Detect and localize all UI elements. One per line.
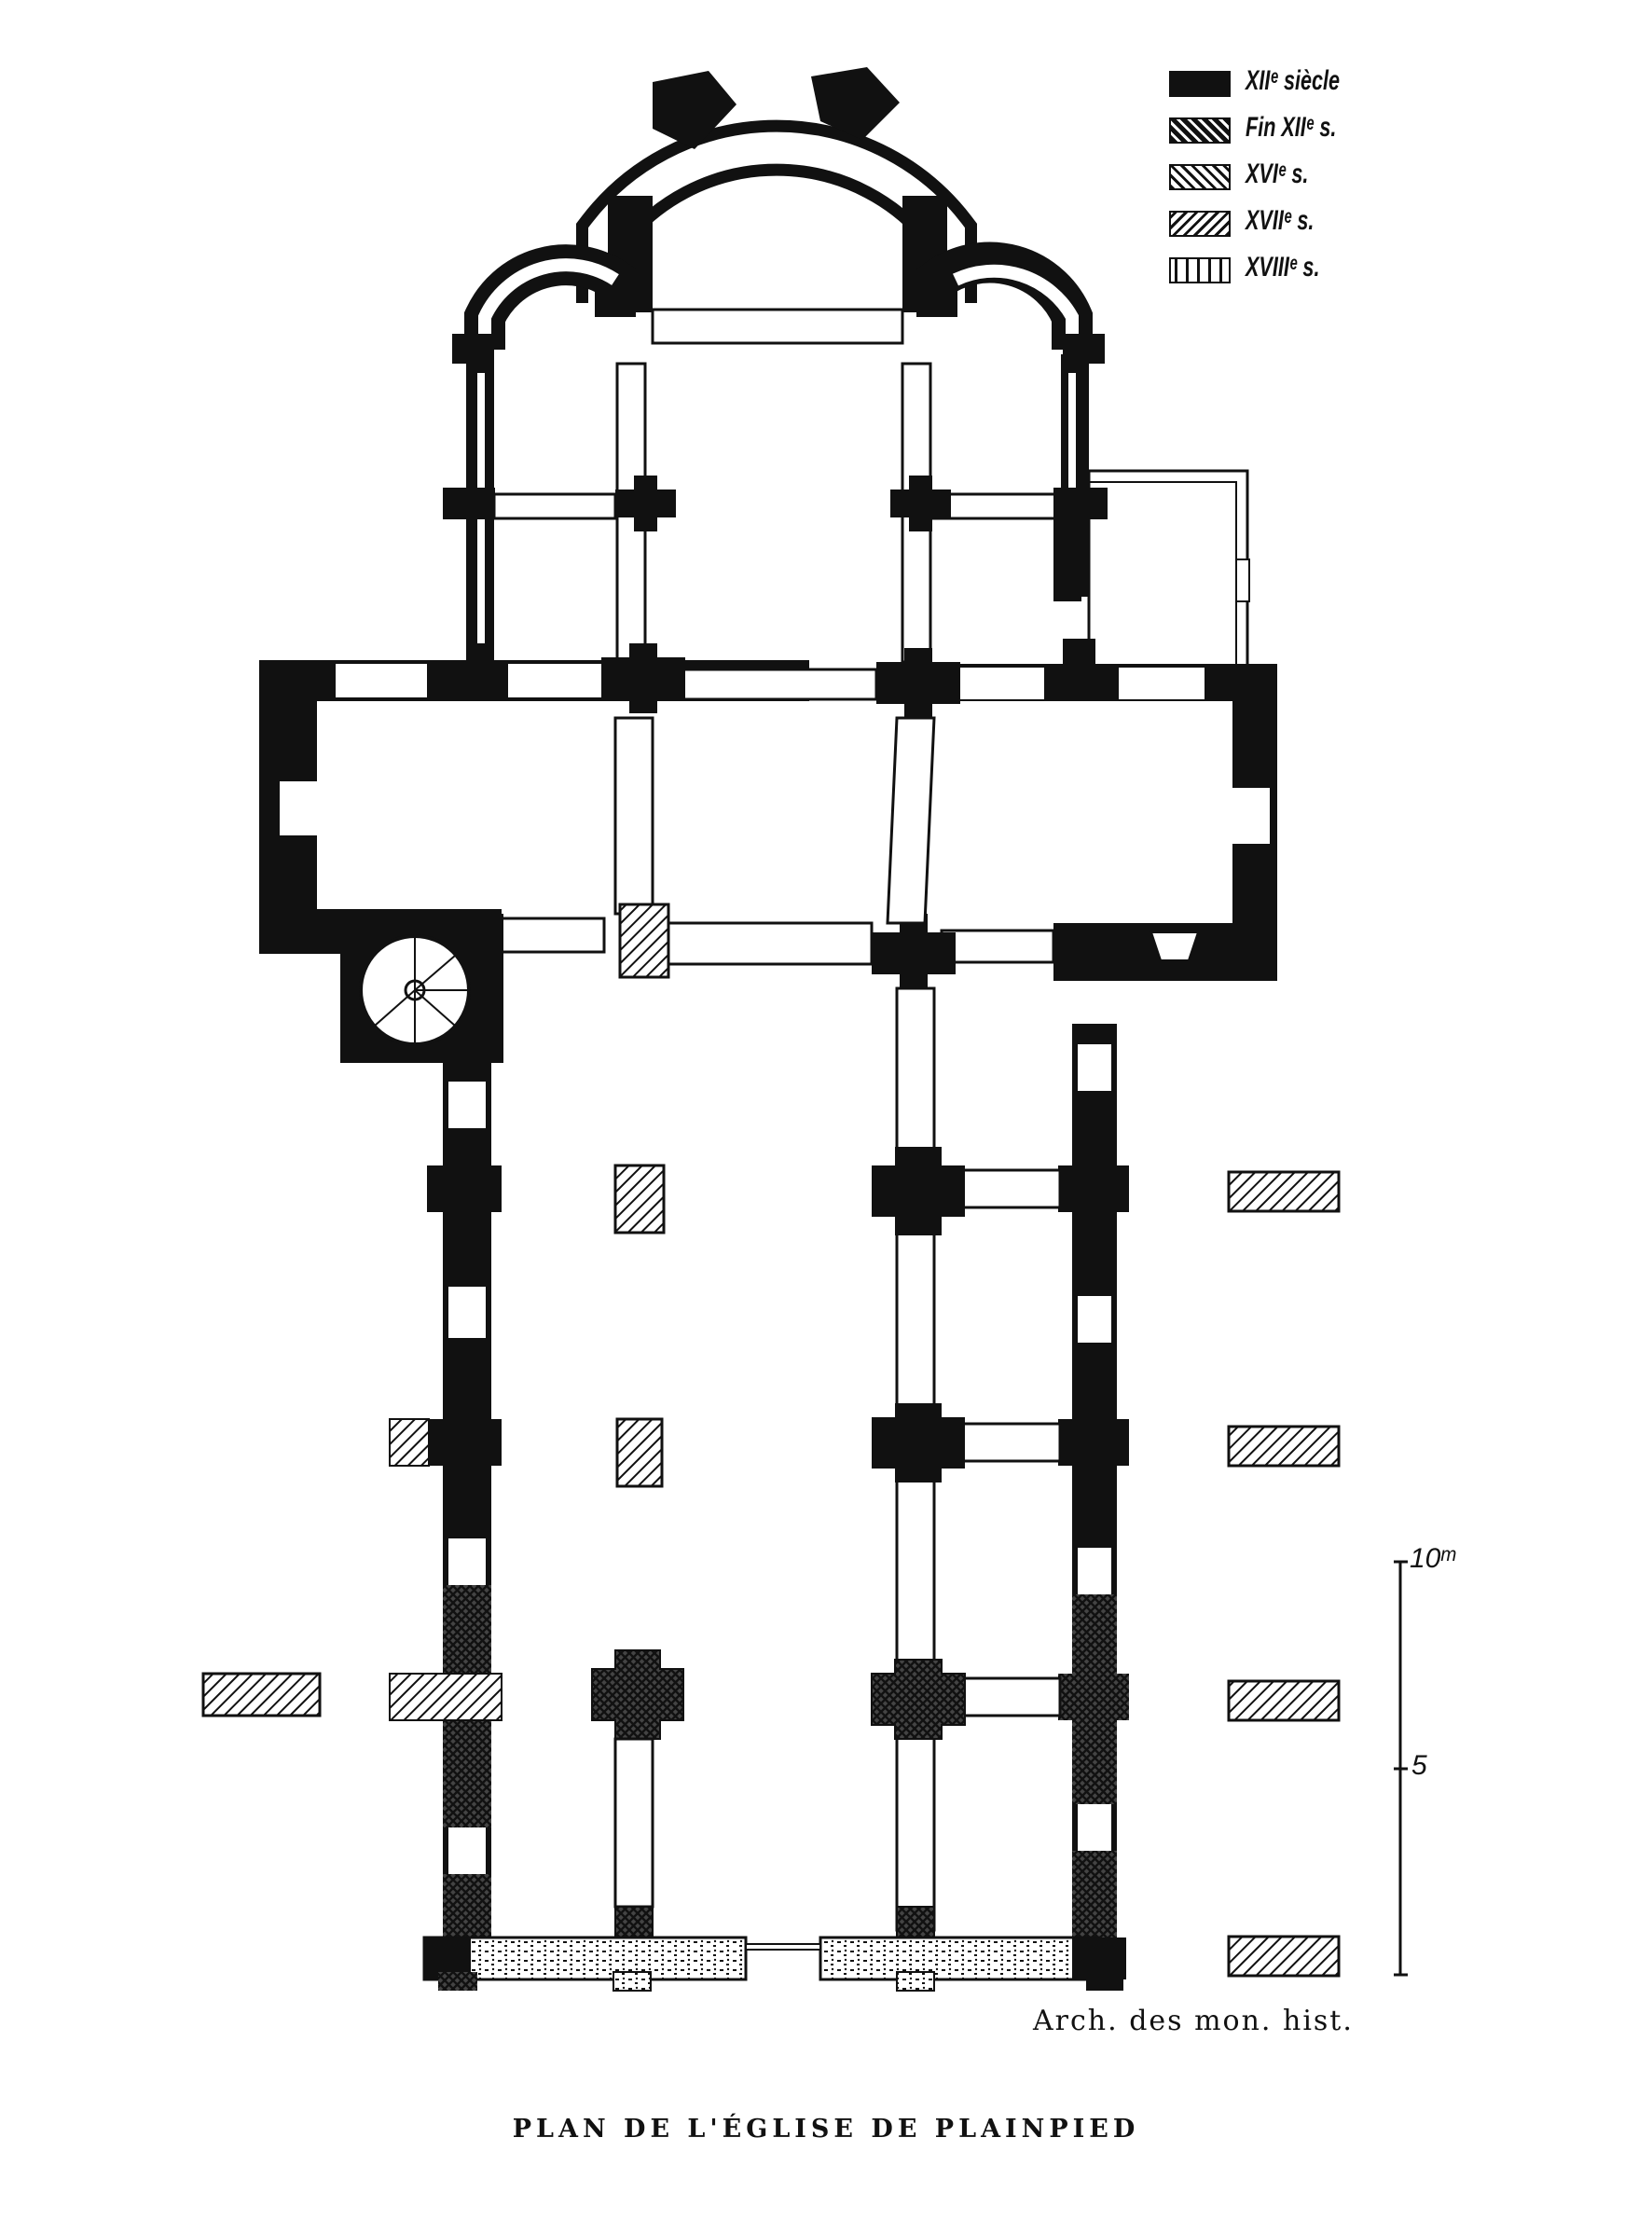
- source-credit: Arch. des mon. hist.: [1033, 2005, 1354, 2037]
- legend-swatch-dense-hatch: [1169, 117, 1231, 144]
- legend-item-xvii: XVIIᵉ s.: [1169, 205, 1411, 252]
- transept: [259, 639, 1277, 1063]
- legend-item-xvi: XVIᵉ s.: [1169, 159, 1411, 205]
- legend-label: XVIᵉ s.: [1246, 159, 1309, 189]
- choir: [443, 308, 1250, 669]
- legend-swatch-back-hatch: [1169, 164, 1231, 190]
- legend-label: XVIIIᵉ s.: [1246, 252, 1320, 283]
- north-apse: [452, 244, 636, 364]
- scale-bar: [1394, 1560, 1408, 1977]
- main-apse: [576, 67, 977, 312]
- legend-item-xii: XIIᵉ siècle: [1169, 65, 1411, 112]
- south-apse: [916, 241, 1105, 364]
- legend: XIIᵉ siècle Fin XIIᵉ s. XVIᵉ s. XVIIᵉ s.…: [1169, 65, 1411, 298]
- external-buttresses: [201, 1170, 1341, 1978]
- legend-label: XIIᵉ siècle: [1246, 65, 1341, 96]
- legend-swatch-solid: [1169, 71, 1231, 97]
- legend-label: Fin XIIᵉ s.: [1246, 112, 1337, 143]
- scale-label-mid: 5: [1411, 1750, 1427, 1781]
- legend-swatch-fwd-hatch: [1169, 211, 1231, 237]
- plan-caption: PLAN DE L'ÉGLISE DE PLAINPIED: [512, 2115, 1140, 2144]
- legend-item-xviii: XVIIIᵉ s.: [1169, 252, 1411, 298]
- nave: [389, 986, 1129, 1992]
- legend-swatch-stipple: [1169, 257, 1231, 283]
- scale-label-top: 10ᵐ: [1410, 1543, 1455, 1574]
- legend-item-fin-xii: Fin XIIᵉ s.: [1169, 112, 1411, 159]
- legend-label: XVIIᵉ s.: [1246, 205, 1315, 236]
